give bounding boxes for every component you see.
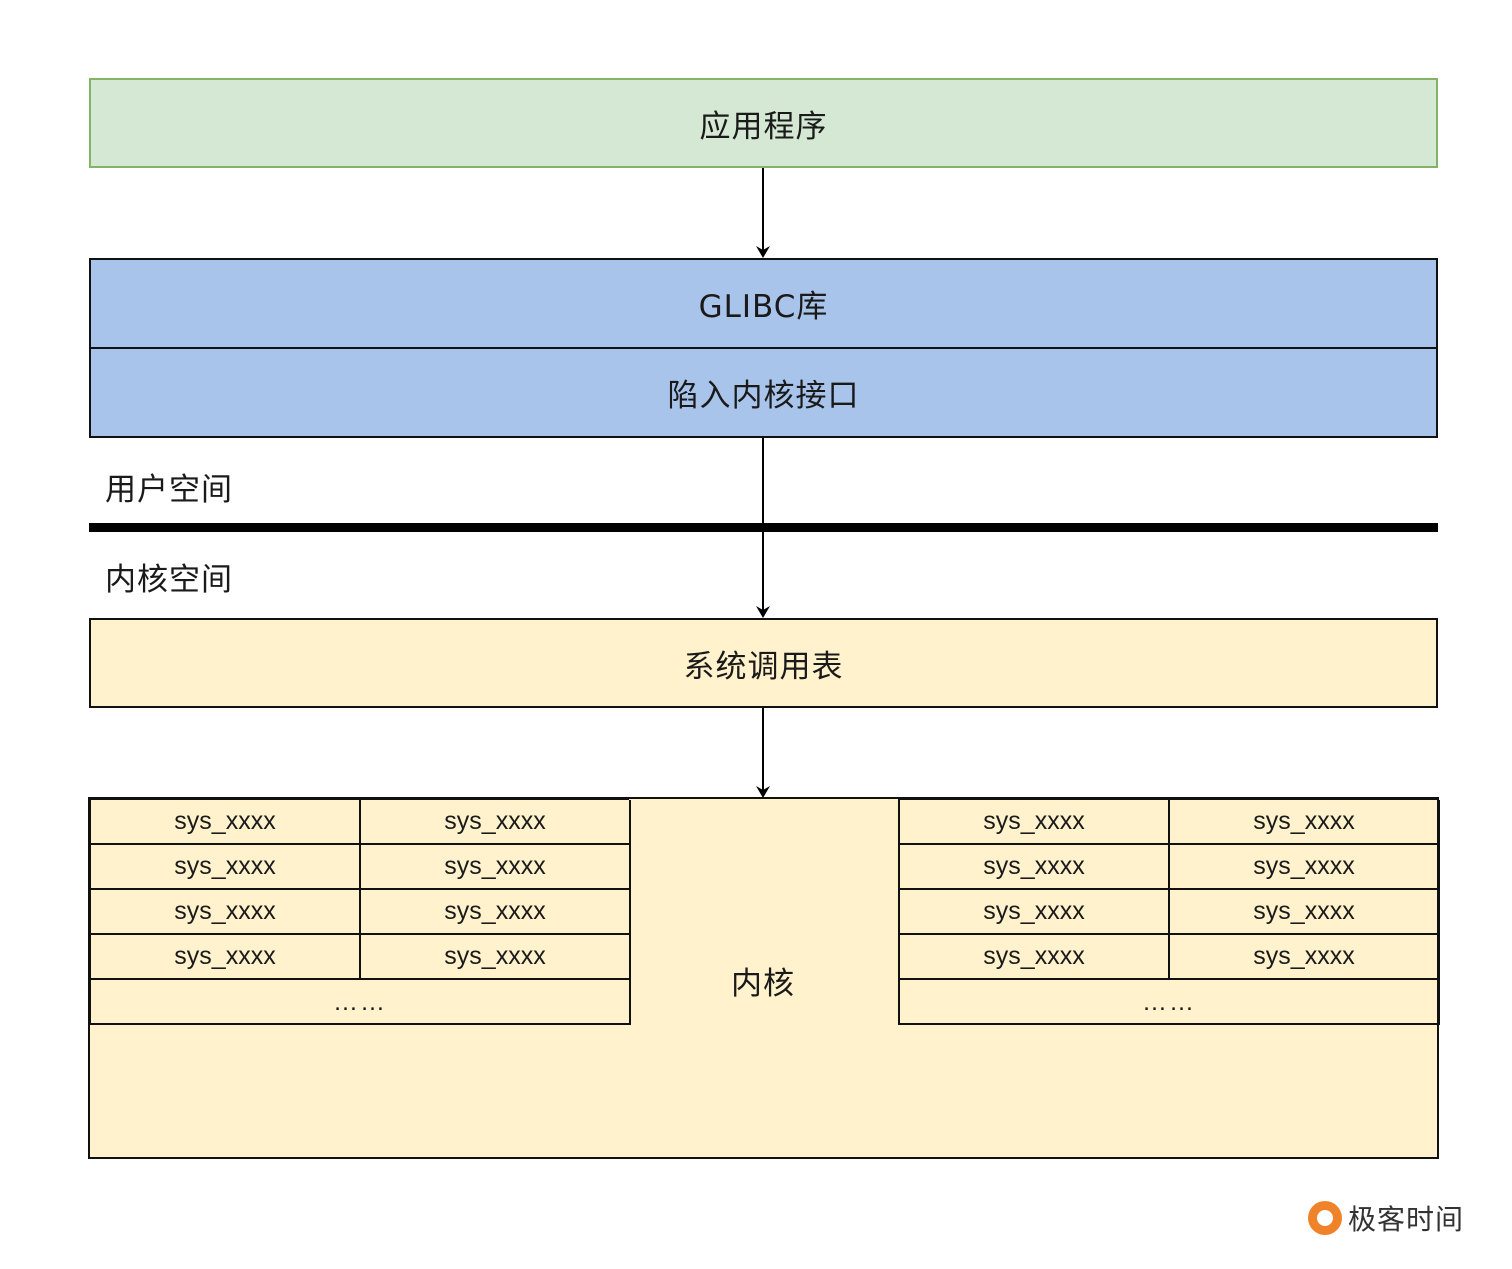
syscall-cell: sys_xxxx bbox=[91, 890, 361, 935]
syscall-ellipsis: …… bbox=[91, 980, 631, 1025]
syscall-cell: sys_xxxx bbox=[91, 935, 361, 980]
syscall-cell: sys_xxxx bbox=[900, 845, 1170, 890]
syscall-cell: sys_xxxx bbox=[91, 800, 361, 845]
syscall-cell: sys_xxxx bbox=[900, 935, 1170, 980]
brand-name: 极客时间 bbox=[1348, 1203, 1465, 1236]
brand-watermark: 极客时间 bbox=[1308, 1198, 1464, 1238]
syscall-cell: sys_xxxx bbox=[1170, 935, 1440, 980]
syscall-cell: sys_xxxx bbox=[361, 890, 631, 935]
syscall-table-label: 系统调用表 bbox=[683, 648, 844, 685]
syscall-cell: sys_xxxx bbox=[1170, 890, 1440, 935]
left-syscall-grid: sys_xxxx sys_xxxx sys_xxxx sys_xxxx sys_… bbox=[89, 798, 631, 1025]
kernel-space-label: 内核空间 bbox=[105, 562, 233, 598]
right-syscall-grid: sys_xxxx sys_xxxx sys_xxxx sys_xxxx sys_… bbox=[898, 798, 1440, 1025]
trap-label: 陷入内核接口 bbox=[667, 378, 860, 414]
brand-logo-icon bbox=[1308, 1201, 1342, 1235]
syscall-cell: sys_xxxx bbox=[900, 890, 1170, 935]
app-label: 应用程序 bbox=[699, 108, 828, 145]
syscall-cell: sys_xxxx bbox=[1170, 845, 1440, 890]
trap-interface-box: 陷入内核接口 bbox=[89, 347, 1438, 438]
user-space-label: 用户空间 bbox=[105, 472, 233, 508]
glibc-label: GLIBC库 bbox=[698, 289, 829, 325]
syscall-table-box: 系统调用表 bbox=[89, 618, 1438, 708]
syscall-cell: sys_xxxx bbox=[900, 800, 1170, 845]
syscall-ellipsis: …… bbox=[900, 980, 1440, 1025]
syscall-cell: sys_xxxx bbox=[1170, 800, 1440, 845]
syscall-cell: sys_xxxx bbox=[361, 845, 631, 890]
kernel-label: 内核 bbox=[731, 966, 795, 1002]
syscall-cell: sys_xxxx bbox=[361, 935, 631, 980]
syscall-cell: sys_xxxx bbox=[361, 800, 631, 845]
app-box: 应用程序 bbox=[89, 78, 1438, 168]
syscall-cell: sys_xxxx bbox=[91, 845, 361, 890]
